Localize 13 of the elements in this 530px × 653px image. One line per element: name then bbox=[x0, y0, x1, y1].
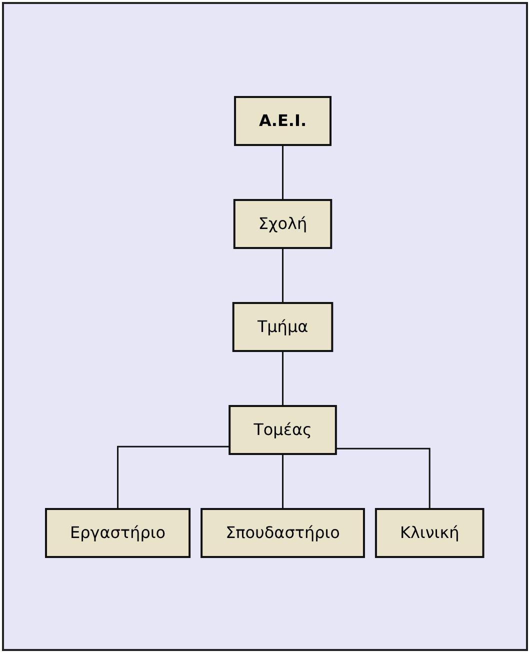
node-box: Σπουδαστήριο bbox=[200, 508, 366, 558]
node-box: Τμήμα bbox=[232, 302, 334, 352]
node-box: Εργαστήριο bbox=[45, 508, 191, 558]
node-box: Κλινική bbox=[375, 508, 485, 558]
connector bbox=[282, 350, 284, 406]
node-box: Τομέας bbox=[228, 404, 338, 454]
connector bbox=[282, 144, 284, 200]
connector bbox=[282, 452, 284, 508]
connector bbox=[117, 445, 230, 508]
node-box: Α.Ε.Ι. bbox=[234, 96, 332, 146]
node-box: Σχολή bbox=[234, 198, 332, 248]
connector bbox=[282, 246, 284, 302]
connector bbox=[336, 447, 431, 508]
